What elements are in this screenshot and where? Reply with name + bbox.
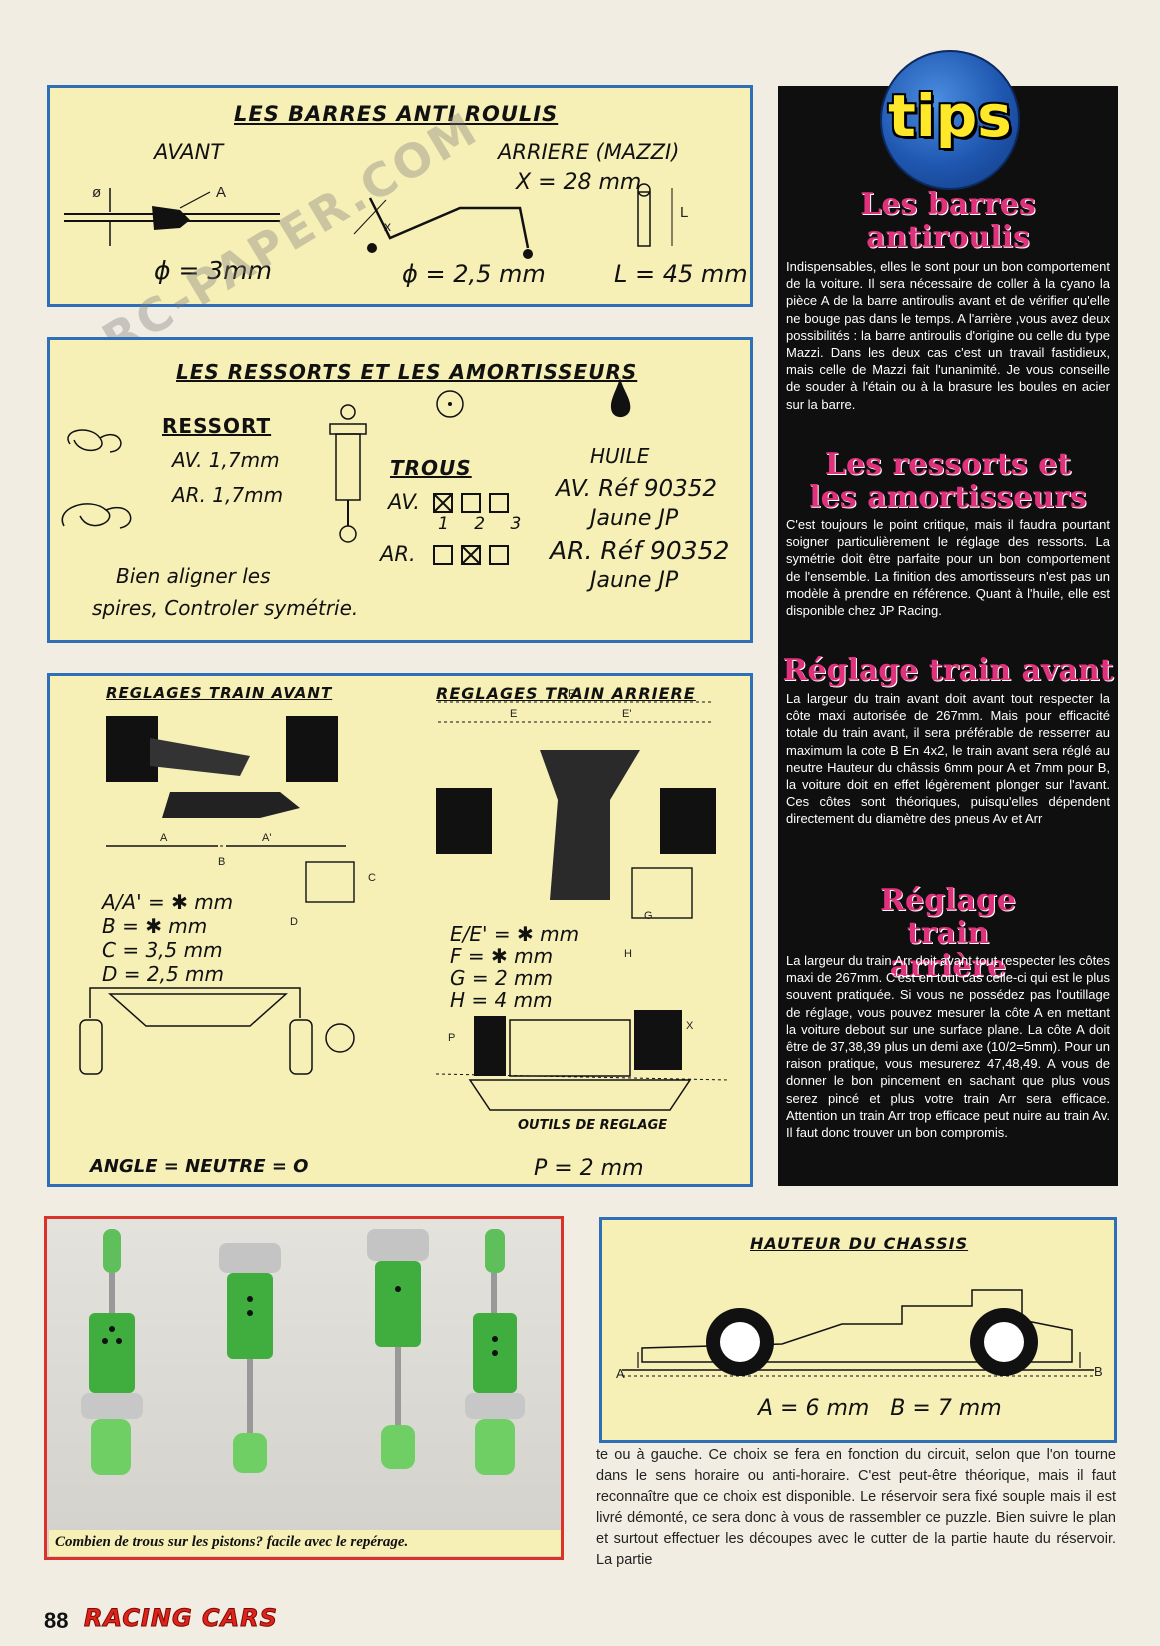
article-body: te ou à gauche. Ce choix se fera en fonc…: [596, 1447, 1116, 1568]
chassis-height-panel: HAUTEUR DU CHASSIS A B A = 6 mm B = 7 mm: [599, 1217, 1117, 1443]
front-values: A/A' = ✱ mm B = ✱ mm C = 3,5 mm D = 2,5 …: [102, 890, 233, 986]
label-h: H: [624, 948, 632, 960]
front-setup-title: REGLAGES TRAIN AVANT: [106, 684, 333, 702]
oil-front: AV. Réf 90352: [556, 476, 718, 502]
holes-numbers: 1 2 3: [438, 514, 532, 534]
chassis-height-diagram: [622, 1289, 1094, 1377]
tips-paragraph-front-setup: La largeur du train avant doit avant tou…: [786, 691, 1110, 827]
front-angle-value: ANGLE = NEUTRE = O: [90, 1156, 309, 1177]
tips-column: Les barres antiroulis Indispensables, el…: [778, 86, 1118, 1186]
anti-roll-bar-diagram: [64, 183, 673, 259]
suspension-setup-panel: REGLAGES TRAIN AVANT REGLAGES TRAIN ARRI…: [47, 673, 753, 1187]
tips-heading-rear-setup: Réglage train arrière: [880, 883, 1016, 984]
front-diameter: ϕ = 3mm: [154, 256, 272, 285]
panel-title: HAUTEUR DU CHASSIS: [750, 1234, 969, 1253]
oil-rear: AR. Réf 90352: [550, 536, 730, 565]
springs-dampers-panel: LES RESSORTS ET LES AMORTISSEURS RESSORT…: [47, 337, 753, 643]
holes-heading: TROUS: [390, 456, 472, 480]
value-line: F = ✱ mm: [450, 944, 554, 968]
note-line-1: Bien aligner les: [116, 564, 271, 588]
label-b: B: [218, 856, 226, 868]
chassis-height-values: A = 6 mm B = 7 mm: [758, 1396, 1002, 1421]
photo-caption: Combien de trous sur les pistons? facile…: [49, 1530, 561, 1556]
tips-badge-label: tips: [888, 82, 1012, 150]
setup-diagrams: [79, 701, 731, 1111]
label-e: E: [510, 708, 518, 720]
panel-title: LES RESSORTS ET LES AMORTISSEURS: [176, 360, 638, 384]
spring-heading: RESSORT: [162, 414, 272, 438]
label-g: G: [644, 910, 653, 922]
note-line-2: spires, Controler symétrie.: [92, 596, 359, 620]
page-number: 88: [44, 1608, 69, 1633]
panel-title: LES BARRES ANTI ROULIS: [234, 102, 559, 126]
tips-badge: tips: [880, 50, 1020, 190]
x-label: x: [384, 218, 391, 234]
label-a: A: [160, 832, 168, 844]
holes-grid: [433, 493, 509, 565]
a-label: A: [216, 184, 227, 201]
rear-label: ARRIERE (MAZZI): [498, 140, 680, 164]
label-a: A: [616, 1366, 625, 1381]
tips-paragraph-antiroll: Indispensables, elles le sont pour un bo…: [786, 259, 1110, 412]
spring-front: AV. 1,7mm: [172, 448, 280, 472]
label-a-prime: A': [262, 832, 272, 844]
piston-photo: [44, 1216, 564, 1560]
l-label: L: [680, 204, 689, 221]
x-value: X = 28 mm: [516, 170, 642, 195]
tips-heading-springs: Les ressorts et les amortisseurs: [809, 447, 1087, 515]
phi-label: ø: [92, 184, 102, 201]
label-d: D: [290, 916, 298, 928]
tool-label: OUTILS DE REGLAGE: [518, 1118, 668, 1133]
p-value: P = 2 mm: [534, 1156, 644, 1181]
length-value: L = 45 mm: [614, 260, 748, 288]
tips-heading-front-setup: Réglage train avant: [782, 653, 1114, 688]
tips-heading-antiroll: Les barres antiroulis: [860, 187, 1036, 255]
label-c: C: [368, 872, 376, 884]
label-e-prime: E': [622, 708, 632, 720]
value-line: G = 2 mm: [450, 966, 554, 990]
label-f: F: [568, 688, 575, 700]
spring-damper-diagram: [61, 378, 631, 543]
damper-pistons-illustration: [81, 1229, 525, 1475]
label-x: X: [686, 1020, 694, 1032]
spring-rear: AR. 1,7mm: [172, 483, 284, 507]
value-line: A/A' = ✱ mm: [102, 890, 234, 914]
value-line: E/E' = ✱ mm: [450, 922, 580, 946]
value-line: C = 3,5 mm: [102, 938, 223, 962]
rear-values: E/E' = ✱ mm F = ✱ mm G = 2 mm H = 4 mm: [450, 922, 580, 1012]
magazine-logo: RACING CARS: [84, 1604, 278, 1633]
value-line: H = 4 mm: [450, 988, 553, 1012]
front-label: AVANT: [154, 140, 224, 164]
tips-paragraph-rear-setup: La largeur du train Arr doit avant tout …: [786, 953, 1110, 1141]
anti-roll-bar-panel: LES BARRES ANTI ROULIS AVANT ARRIERE (MA…: [47, 85, 753, 307]
tips-paragraph-springs: C'est toujours le point critique, mais i…: [786, 517, 1110, 619]
rear-diameter: ϕ = 2,5 mm: [402, 260, 546, 288]
rear-setup-title: REGLAGES TRAIN ARRIERE: [436, 684, 696, 703]
holes-front: AV.: [388, 490, 420, 514]
value-line: B = ✱ mm: [102, 914, 208, 938]
value-line: D = 2,5 mm: [102, 962, 225, 986]
label-b: B: [1094, 1364, 1103, 1379]
holes-rear: AR.: [380, 542, 416, 566]
oil-rear-brand: Jaune JP: [590, 568, 679, 593]
oil-front-brand: Jaune JP: [590, 506, 679, 531]
label-p: P: [448, 1032, 456, 1044]
oil-heading: HUILE: [590, 444, 650, 468]
